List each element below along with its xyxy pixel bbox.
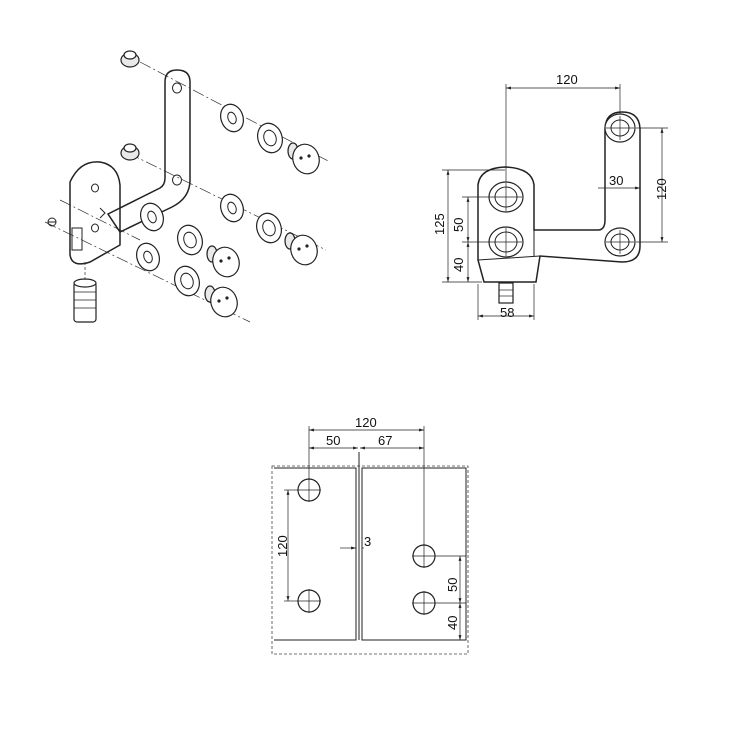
dim-offset-label: 30: [609, 173, 623, 188]
hole-upper-right: [604, 113, 636, 143]
lower-washer-a: [140, 202, 164, 232]
dim-mid-label: 50: [451, 218, 466, 232]
l-bracket: [106, 69, 191, 233]
front-view-dimensioned: 120 120 30 125 50 40 58: [432, 72, 669, 320]
lower-bushing-b: [174, 265, 200, 297]
top-cap-nut: [120, 50, 140, 68]
dim-total-label: 125: [432, 213, 447, 235]
base-clamp-block: [69, 161, 121, 265]
hole-lower-left: [488, 226, 524, 258]
plate-hole-left-upper: [297, 478, 321, 502]
mid-cap-nut: [120, 143, 140, 161]
dim-height-label: 120: [654, 178, 669, 200]
lower-fitting-a: [206, 245, 240, 278]
dim-foot-label: 58: [500, 305, 514, 320]
middle-fitting-a: [284, 232, 318, 266]
upper-fitting: [287, 142, 320, 175]
middle-washer-a: [220, 193, 244, 223]
dim-base-label: 40: [451, 258, 466, 272]
hole-upper-left: [488, 181, 524, 213]
glass-plate-layout-view: 120 50 67 3 120 50 40: [271, 415, 469, 655]
plate-hole-left-lower: [297, 589, 321, 613]
plate-dim-right-base-label: 40: [445, 616, 460, 630]
upper-washer: [220, 103, 244, 133]
plate-dim-left-label: 50: [326, 433, 340, 448]
lower-bushing-a: [177, 224, 203, 256]
plate-hole-right-upper: [412, 544, 436, 568]
hole-lower-right: [604, 227, 636, 257]
plate-dim-right-label: 67: [378, 433, 392, 448]
cylinder-pin: [73, 262, 97, 323]
plate-dim-gap-label: 3: [364, 534, 371, 549]
lower-washer-b: [136, 242, 160, 272]
dim-width-label: 120: [556, 72, 578, 87]
middle-bushing-a: [256, 212, 282, 244]
upper-bushing: [257, 122, 283, 154]
plate-dim-left-height-label: 120: [275, 535, 290, 557]
plate-dim-total-label: 120: [355, 415, 377, 430]
exploded-assembly-view: [44, 50, 331, 323]
grub-screw: [47, 217, 57, 227]
lower-fitting-b: [204, 285, 238, 318]
plate-hole-right-lower: [412, 591, 436, 615]
plate-dim-right-mid-label: 50: [445, 578, 460, 592]
